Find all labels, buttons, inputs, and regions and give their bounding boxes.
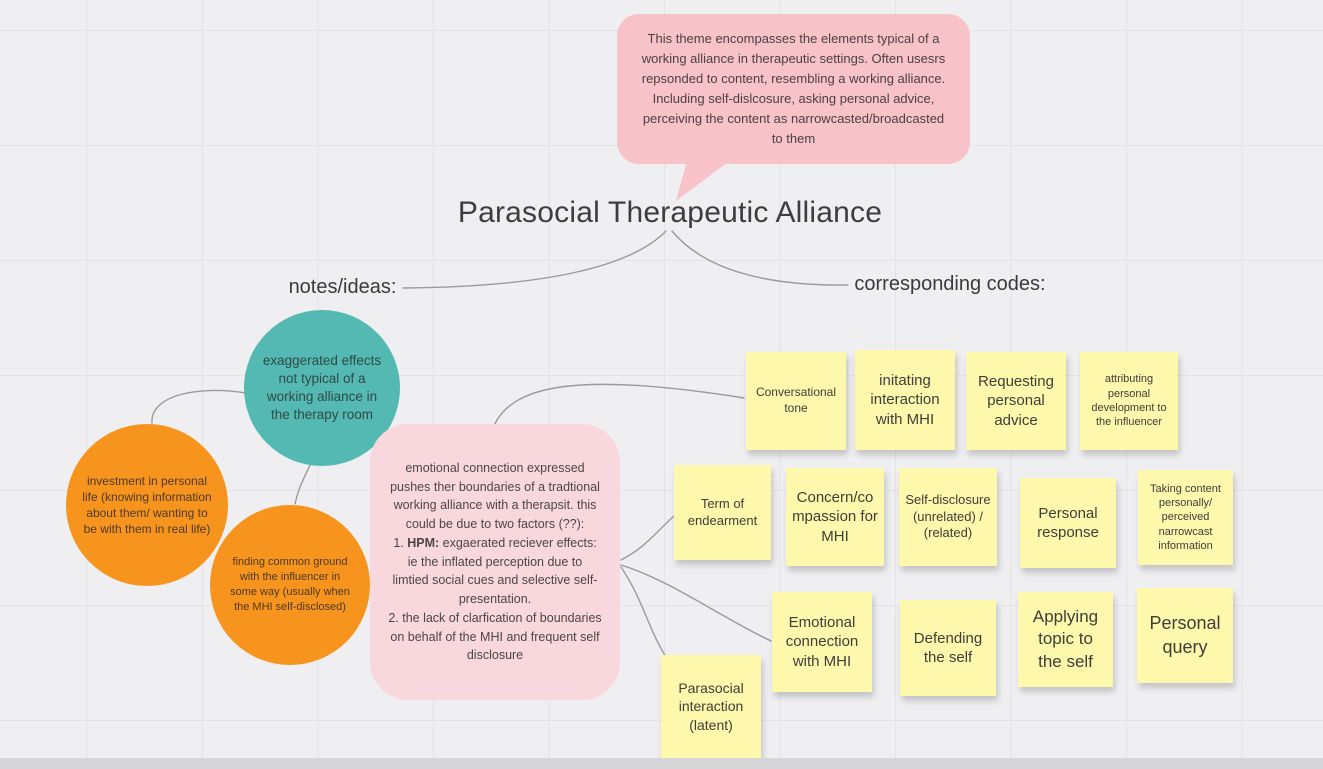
board-title[interactable]: Parasocial Therapeutic Alliance <box>420 194 920 232</box>
sticky-emotional-connection[interactable]: Emotional connection with MHI <box>772 592 872 692</box>
sticky-personal-response[interactable]: Personal response <box>1020 478 1116 568</box>
theme-description-bubble[interactable]: This theme encompasses the elements typi… <box>617 14 970 164</box>
sticky-text: Conversational tone <box>755 385 837 415</box>
sticky-personal-query[interactable]: Personal query <box>1137 588 1233 683</box>
note-text: emotional connection expressed pushes th… <box>388 460 602 663</box>
sticky-text: Term of endearment <box>687 495 758 528</box>
corresponding-codes-label[interactable]: corresponding codes: <box>840 271 1060 297</box>
sticky-text: Applying topic to the self <box>1032 607 1099 671</box>
sticky-text: Parasocial interaction (latent) <box>678 680 744 733</box>
horizontal-scrollbar[interactable] <box>0 758 1323 769</box>
sticky-text: attributing personal development to the … <box>1091 373 1167 429</box>
sticky-self-disclosure[interactable]: Self-disclosure (unrelated) / (related) <box>899 468 997 566</box>
connector-line <box>620 564 772 642</box>
sticky-text: Personal query <box>1149 613 1221 657</box>
sticky-text: Personal response <box>1037 504 1099 542</box>
sticky-text: Concern/compassion for MHI <box>792 488 878 545</box>
connector-line <box>402 230 667 289</box>
sticky-text: Taking content personally/ perceived nar… <box>1150 482 1221 552</box>
circle-text: investment in personal life (knowing inf… <box>82 473 212 537</box>
sticky-defending-the-self[interactable]: Defending the self <box>900 600 996 696</box>
corresponding-codes-text: corresponding codes: <box>854 272 1046 295</box>
connector-line <box>620 515 675 561</box>
sticky-parasocial-interaction-latent[interactable]: Parasocial interaction (latent) <box>661 655 761 758</box>
sticky-conversational-tone[interactable]: Conversational tone <box>746 352 846 450</box>
theme-description-text: This theme encompasses the elements typi… <box>641 30 946 147</box>
notes-ideas-label[interactable]: notes/ideas: <box>255 274 430 300</box>
sticky-text: Requesting personal advice <box>978 372 1054 429</box>
sticky-text: Self-disclosure (unrelated) / (related) <box>905 491 991 541</box>
sticky-attributing-personal-development[interactable]: attributing personal development to the … <box>1080 352 1178 450</box>
sticky-text: Emotional connection with MHI <box>785 613 859 670</box>
sticky-applying-topic-to-self[interactable]: Applying topic to the self <box>1018 592 1113 687</box>
connector-line <box>294 462 312 505</box>
sticky-requesting-personal-advice[interactable]: Requesting personal advice <box>966 352 1066 450</box>
sticky-taking-content-personally[interactable]: Taking content personally/ perceived nar… <box>1138 470 1233 565</box>
connector-line <box>151 389 247 424</box>
sticky-term-of-endearment[interactable]: Term of endearment <box>674 465 771 560</box>
board-title-text: Parasocial Therapeutic Alliance <box>457 196 883 229</box>
emotional-connection-note[interactable]: emotional connection expressed pushes th… <box>370 424 620 700</box>
sticky-text: initating interaction with MHI <box>870 371 940 428</box>
circle-text: finding common ground with the influence… <box>230 556 350 613</box>
sticky-initiating-interaction[interactable]: initating interaction with MHI <box>855 350 955 450</box>
notes-ideas-text: notes/ideas: <box>288 275 397 298</box>
connector-line <box>620 566 667 658</box>
circle-exaggerated-effects[interactable]: exaggerated effects not typical of a wor… <box>244 310 400 466</box>
circle-finding-common-ground[interactable]: finding common ground with the influence… <box>210 505 370 665</box>
sticky-text: Defending the self <box>913 629 983 667</box>
connector-line <box>671 230 849 286</box>
circle-text: exaggerated effects not typical of a wor… <box>262 352 382 423</box>
circle-investment-personal-life[interactable]: investment in personal life (knowing inf… <box>66 424 228 586</box>
sticky-concern-compassion[interactable]: Concern/compassion for MHI <box>786 468 884 566</box>
